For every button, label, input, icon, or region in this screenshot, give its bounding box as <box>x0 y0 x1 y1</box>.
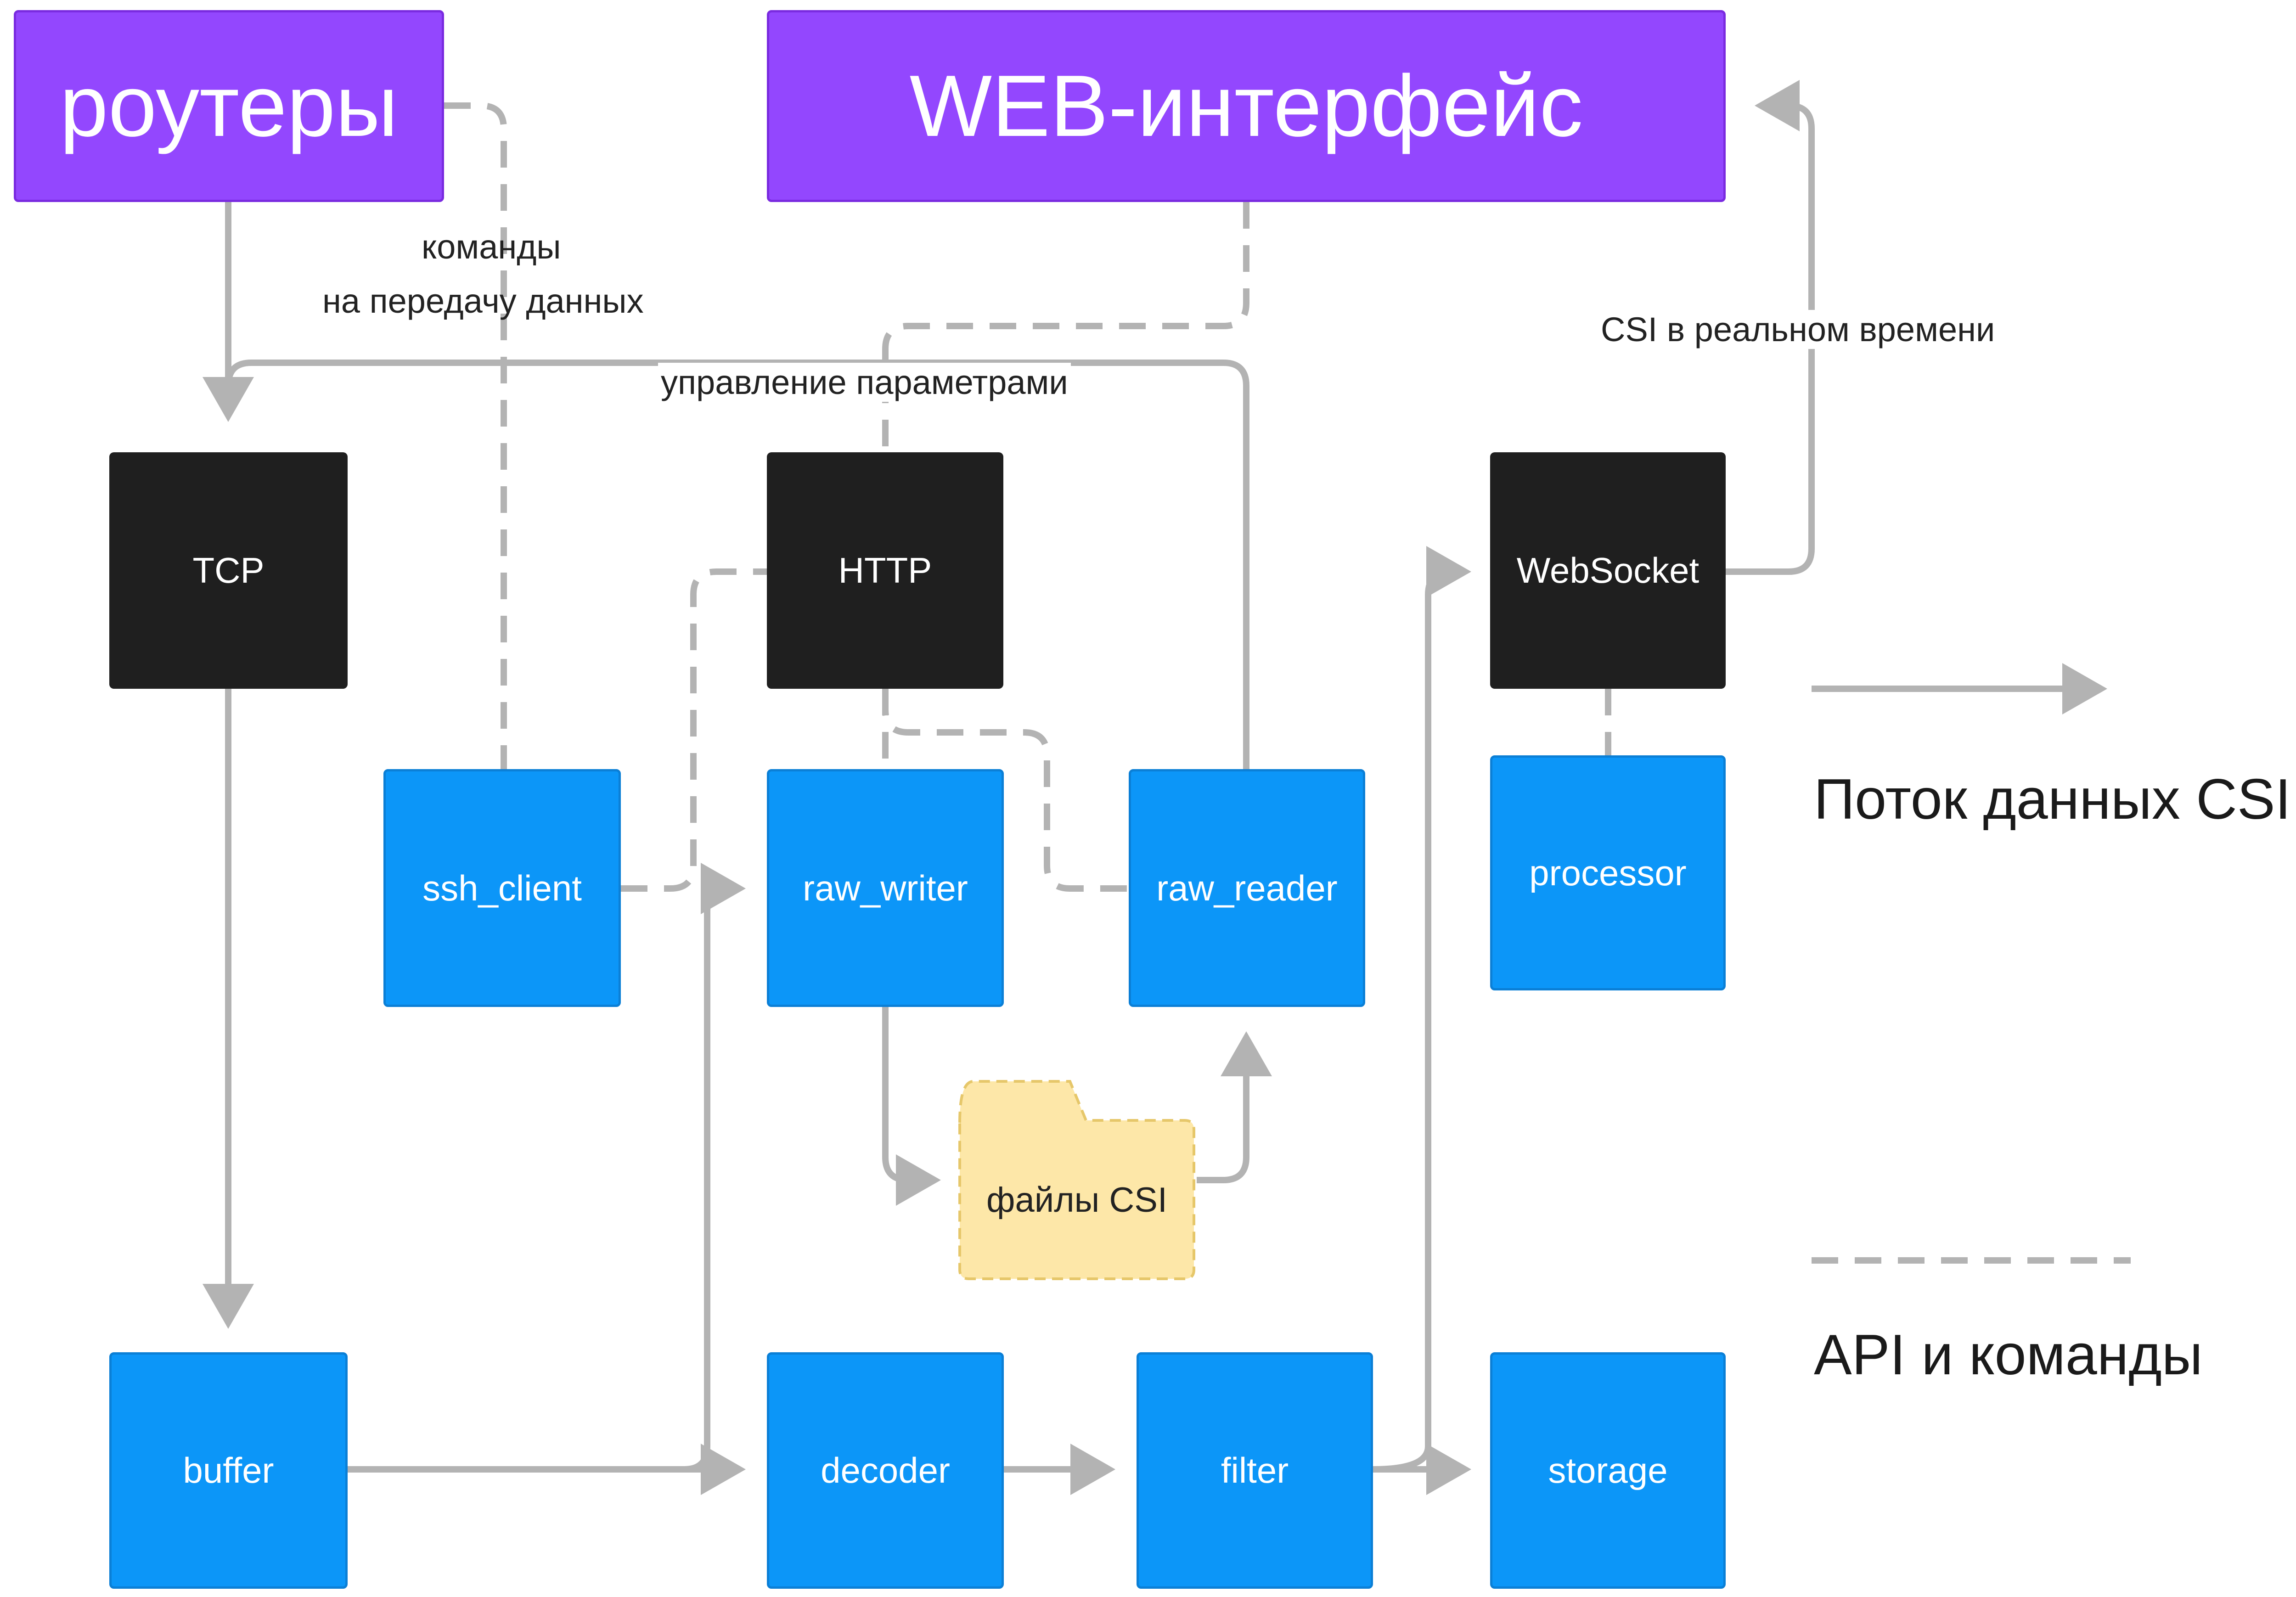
csi-files-label[interactable]: файлы CSI <box>986 1181 1168 1220</box>
edge-raw-reader-tcp <box>225 360 1249 769</box>
legend-data-flow-label: Поток данных CSI <box>1814 768 2291 831</box>
http-node[interactable]: HTTP <box>767 452 1003 689</box>
edge-web-http <box>882 202 1249 452</box>
folder-icon <box>958 1080 1195 1280</box>
storage-node[interactable]: storage <box>1490 1352 1726 1589</box>
routers-node[interactable]: роутеры <box>14 10 444 202</box>
raw-writer-node[interactable]: raw_writer <box>767 769 1004 1007</box>
edge-filter-websocket <box>1373 546 1471 1473</box>
processor-node[interactable]: processor <box>1490 755 1726 990</box>
edge-http-raw-reader <box>882 689 1129 892</box>
ssh-client-node[interactable]: ssh_client <box>383 769 621 1007</box>
decoder-node[interactable]: decoder <box>767 1352 1004 1589</box>
websocket-node[interactable]: WebSocket <box>1490 452 1726 689</box>
filter-node[interactable]: filter <box>1137 1352 1373 1589</box>
edge-files-raw-reader <box>1197 1031 1272 1183</box>
edge-ssh-client-http <box>621 568 767 892</box>
commands-label-line1: команды <box>422 228 561 266</box>
edge-buffer-raw-writer <box>684 863 746 1473</box>
web-interface-node[interactable]: WEB-интерфейс <box>767 10 1726 202</box>
buffer-node[interactable]: buffer <box>109 1352 348 1589</box>
param-control-label: управление параметрами <box>658 363 1071 402</box>
realtime-csi-label: CSI в реальном времени <box>1598 310 1998 349</box>
tcp-node[interactable]: TCP <box>109 452 348 689</box>
edge-raw-writer-files <box>882 1007 941 1206</box>
legend-api-commands-label: API и команды <box>1814 1323 2203 1387</box>
commands-label-line2: на передачу данных <box>322 282 644 320</box>
raw-reader-node[interactable]: raw_reader <box>1129 769 1365 1007</box>
edge-routers-ssh-client <box>444 102 507 769</box>
